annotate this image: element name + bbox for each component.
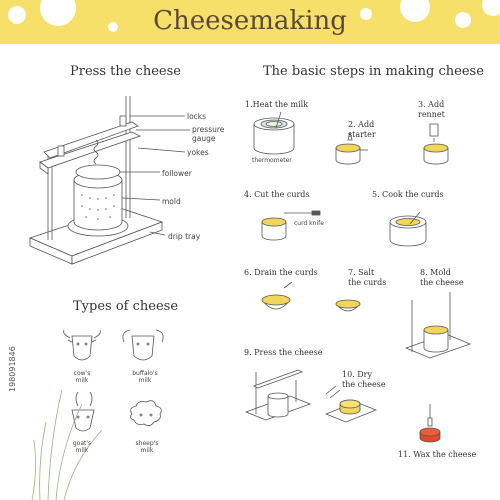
label-mold: mold (162, 197, 181, 206)
page-title: Cheesemaking (153, 6, 347, 36)
step-5-pot-icon (389, 211, 427, 247)
cow-milk-label: cow's milk (73, 370, 91, 384)
title-banner (0, 0, 500, 44)
step-11-label: 11. Wax the cheese (398, 450, 477, 459)
step-10-dry-icon (324, 385, 378, 423)
step-2-label: 2. Add starter (348, 120, 376, 139)
step-1-pot-icon (253, 111, 295, 155)
press-heading: Press the cheese (70, 64, 181, 79)
banner-hole (108, 22, 118, 32)
sheep-milk-label: sheep's milk (135, 440, 159, 454)
steps-heading: The basic steps in making cheese (263, 64, 484, 79)
step-4-pot-icon (261, 210, 321, 241)
grass-decoration (31, 389, 103, 500)
step-8-mold-icon (404, 292, 472, 359)
banner-hole (360, 8, 372, 20)
buffalo-milk-label: buffalo's milk (132, 370, 158, 384)
goat-milk-label: goat's milk (72, 440, 92, 454)
step-3-label: 3. Add rennet (418, 100, 445, 119)
step-7-bowl-icon (335, 299, 361, 312)
step-1-label: 1.Heat the milk (245, 100, 309, 109)
banner-hole (8, 6, 26, 24)
label-pressure-gauge: pressure gauge (192, 125, 225, 143)
step-10-label: 10. Dry the cheese (342, 370, 386, 389)
label-follower: follower (162, 169, 192, 178)
goat-head-icon (71, 391, 95, 432)
cow-head-icon (63, 329, 101, 361)
step-6-colander-icon (261, 281, 293, 310)
cheese-press-illustration (28, 96, 190, 265)
label-drip-tray: drip tray (168, 232, 201, 241)
label-locks: locks (187, 112, 207, 121)
banner-hole (455, 12, 471, 28)
sheep-head-icon (130, 400, 162, 426)
step-7-label: 7. Salt the curds (348, 268, 387, 287)
stock-id: 198091846 (8, 346, 17, 392)
step-11-wax-icon (419, 404, 441, 443)
banner-hole (400, 0, 430, 22)
types-heading: Types of cheese (73, 299, 179, 314)
banner-hole (482, 0, 500, 16)
step-3-pot-icon (423, 123, 449, 165)
curd-knife-label: curd knife (294, 220, 324, 227)
step-8-label: 8. Mold the cheese (420, 268, 464, 287)
label-yokes: yokes (187, 148, 209, 157)
step-6-label: 6. Drain the curds (244, 268, 318, 277)
animal-icons (63, 329, 164, 432)
step-9-label: 9. Press the cheese (244, 348, 323, 357)
step-5-label: 5. Cook the curds (372, 190, 444, 199)
buffalo-head-icon (122, 329, 164, 361)
step-4-label: 4. Cut the curds (244, 190, 310, 199)
step-9-press-icon (244, 369, 312, 421)
thermometer-label: thermometer (252, 157, 292, 164)
step-2-pot-icon (335, 131, 368, 165)
